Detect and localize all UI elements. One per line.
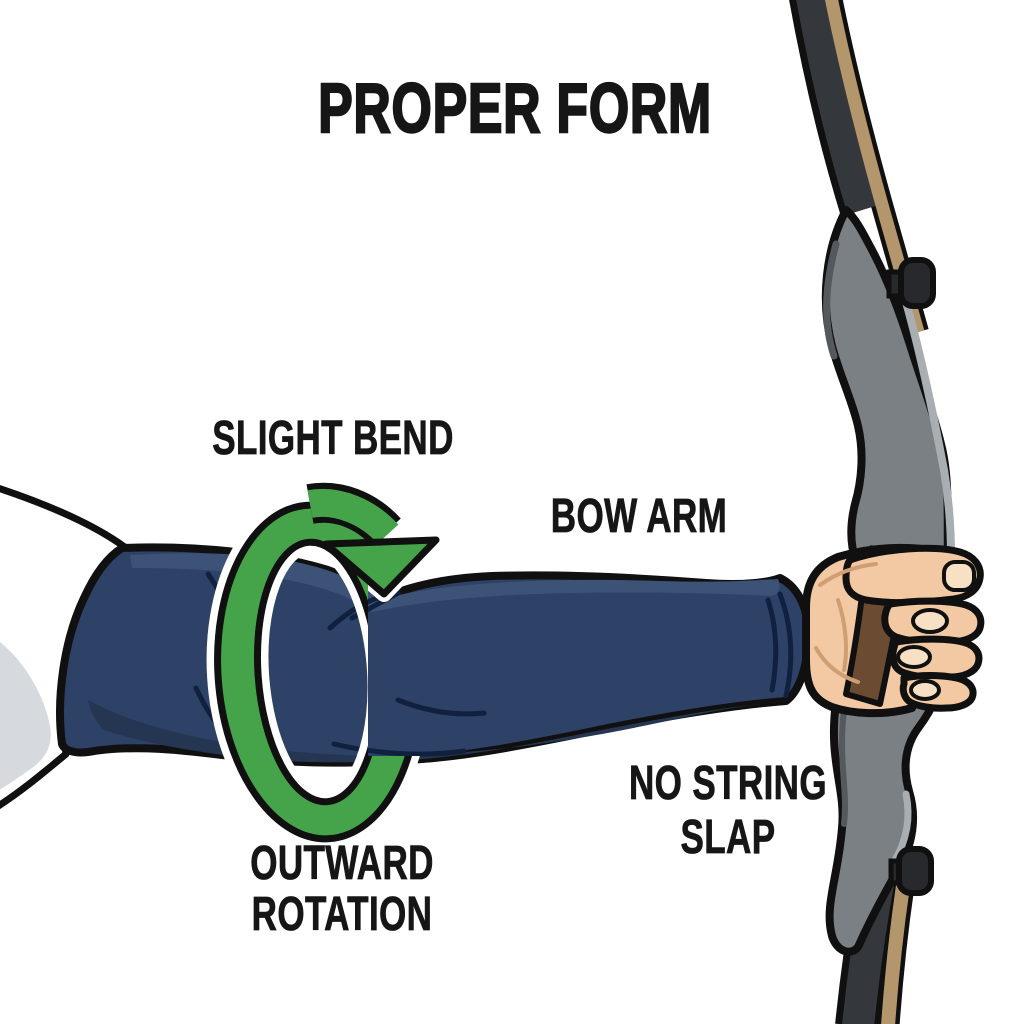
bow-hand — [802, 543, 985, 718]
label-no-string-line1: NO STRING — [629, 757, 827, 811]
label-outward-rotation: OUTWARD ROTATION — [211, 837, 474, 941]
recurve-bow — [789, 0, 955, 1024]
shirt-sleeve-shadow — [0, 641, 51, 790]
label-slight-bend: SLIGHT BEND — [212, 412, 454, 465]
label-no-string-line2: SLAP — [680, 811, 776, 865]
page-title: PROPER FORM — [317, 69, 712, 147]
hand-creases — [814, 562, 878, 684]
limb-bolt-upper — [886, 257, 936, 309]
label-bow-arm: BOW ARM — [550, 490, 728, 543]
sleeve-highlight — [130, 553, 780, 612]
label-outward-line1: OUTWARD — [250, 837, 434, 890]
fingernails — [896, 560, 976, 701]
label-outward-line2: ROTATION — [251, 888, 433, 941]
forearm-sleeve — [56, 543, 813, 767]
rotation-arrowhead — [322, 536, 440, 598]
limb-bolt-lower — [888, 846, 934, 896]
label-no-string-slap: NO STRING SLAP — [604, 757, 852, 865]
